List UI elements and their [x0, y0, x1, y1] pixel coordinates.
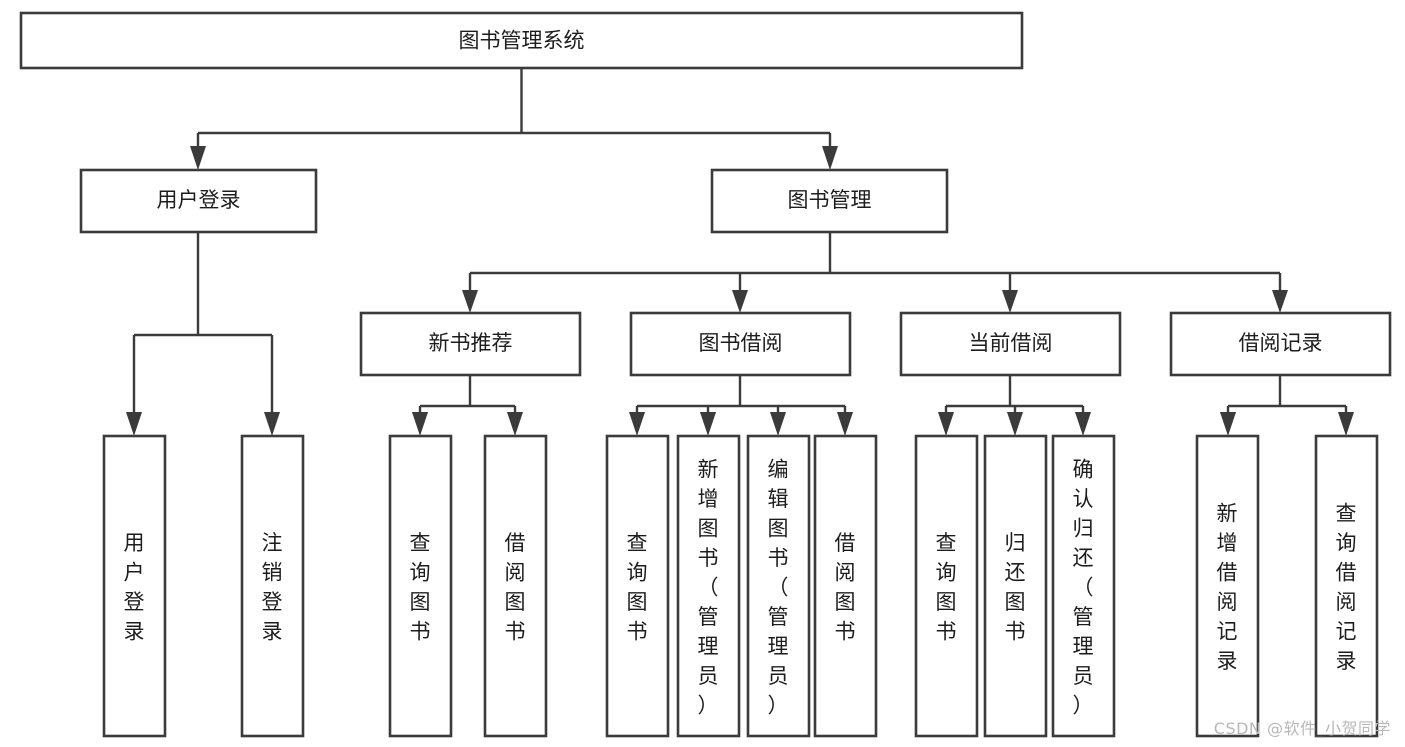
leaf-currentborrow-confirm-label: 确认归还（管理员） [1073, 457, 1094, 717]
leaf-node[interactable]: 新增图书（管理员） [676, 434, 741, 738]
leaf-bookborrow-borrow-box[interactable] [813, 434, 878, 738]
leaf-bookborrow-edit-label: 编辑图书（管理员） [768, 457, 789, 717]
connector-layer [126, 68, 1354, 436]
arrow-head-newbook-leaf1 [412, 412, 428, 436]
leaf-logout-box[interactable] [240, 434, 305, 738]
leaf-borrowrecord-query-box[interactable] [1314, 434, 1379, 738]
arrow-head-bookborrow-leaf2 [700, 412, 716, 436]
arrow-head-userlogin [190, 146, 206, 170]
leaf-node[interactable]: 查询图书 [388, 434, 453, 738]
arrow-head-bookmgmt [822, 146, 838, 170]
leaf-node[interactable]: 用户登录 [102, 434, 167, 738]
node-new-book-recommend[interactable]: 新书推荐 [359, 311, 582, 377]
arrow-head-currentborrow-leaf1 [938, 412, 954, 436]
arrow-head-borrowrecord [1272, 290, 1288, 313]
leaf-bookborrow-edit-box[interactable] [746, 434, 811, 738]
leaf-borrowrecord-add-label: 新增借阅记录 [1217, 502, 1238, 674]
leaf-currentborrow-query-box[interactable] [914, 434, 979, 738]
leaf-node[interactable]: 新增借阅记录 [1195, 434, 1260, 738]
arrow-head-bookborrow-leaf3 [770, 412, 786, 436]
leaf-bookborrow-add-label: 新增图书（管理员） [698, 457, 719, 717]
arrow-head-borrowrecord-leaf1 [1220, 412, 1236, 436]
node-borrow-record[interactable]: 借阅记录 [1169, 311, 1392, 377]
leaf-currentborrow-confirm-box[interactable] [1051, 434, 1116, 738]
leaf-node[interactable]: 编辑图书（管理员） [746, 434, 811, 738]
leaf-node[interactable]: 借阅图书 [483, 434, 548, 738]
leaf-newbook-query-label: 查询图书 [410, 531, 431, 644]
leaf-bookborrow-add-box[interactable] [676, 434, 741, 738]
leaf-node[interactable]: 查询图书 [914, 434, 979, 738]
node-book-borrow[interactable]: 图书借阅 [629, 311, 852, 377]
node-current-borrow-label: 当前借阅 [969, 331, 1053, 355]
leaf-newbook-borrow-label: 借阅图书 [505, 531, 526, 644]
leaf-node[interactable]: 借阅图书 [813, 434, 878, 738]
node-book-management-box[interactable] [710, 168, 949, 234]
arrow-head-newbook-leaf2 [507, 412, 523, 436]
arrow-head-leaf-user-login [126, 412, 142, 436]
leaf-logout-label: 注销登录 [262, 531, 283, 644]
leaf-currentborrow-return-label: 归还图书 [1005, 531, 1026, 644]
leaf-borrowrecord-add-box[interactable] [1195, 434, 1260, 738]
leaf-node[interactable]: 确认归还（管理员） [1051, 434, 1116, 738]
node-book-management-label: 图书管理 [788, 188, 872, 212]
arrow-head-newbook [462, 290, 478, 313]
node-current-borrow-box[interactable] [899, 311, 1122, 377]
node-current-borrow[interactable]: 当前借阅 [899, 311, 1122, 377]
csdn-watermark: CSDN @软件_小贺同学 [1213, 719, 1391, 738]
arrow-head-currentborrow [1002, 290, 1018, 313]
leaf-currentborrow-return-box[interactable] [983, 434, 1048, 738]
leaf-newbook-borrow-box[interactable] [483, 434, 548, 738]
node-book-management[interactable]: 图书管理 [710, 168, 949, 234]
node-user-login[interactable]: 用户登录 [79, 168, 318, 234]
node-new-book-recommend-box[interactable] [359, 311, 582, 377]
node-borrow-record-label: 借阅记录 [1239, 331, 1323, 355]
leaf-bookborrow-query-box[interactable] [605, 434, 670, 738]
node-borrow-record-box[interactable] [1169, 311, 1392, 377]
leaf-bookborrow-query-label: 查询图书 [627, 531, 648, 644]
leaf-node[interactable]: 注销登录 [240, 434, 305, 738]
leaf-bookborrow-borrow-label: 借阅图书 [835, 531, 856, 644]
node-book-borrow-label: 图书借阅 [699, 331, 783, 355]
node-user-login-label: 用户登录 [157, 188, 241, 212]
arrow-head-bookborrow [732, 290, 748, 313]
node-book-borrow-box[interactable] [629, 311, 852, 377]
leaf-user-login-label: 用户登录 [124, 531, 145, 644]
arrow-head-currentborrow-leaf2 [1007, 412, 1023, 436]
node-root-box[interactable] [19, 11, 1024, 70]
arrow-head-bookborrow-leaf4 [837, 412, 853, 436]
leaf-borrowrecord-query-label: 查询借阅记录 [1336, 502, 1357, 674]
leaf-newbook-query-box[interactable] [388, 434, 453, 738]
arrow-head-currentborrow-leaf3 [1075, 412, 1091, 436]
node-root-label: 图书管理系统 [459, 29, 585, 53]
arrow-head-borrowrecord-leaf2 [1338, 412, 1354, 436]
arrow-head-leaf-logout [264, 412, 280, 436]
leaf-node[interactable]: 归还图书 [983, 434, 1048, 738]
node-new-book-recommend-label: 新书推荐 [429, 331, 513, 355]
node-user-login-box[interactable] [79, 168, 318, 234]
arrow-head-bookborrow-leaf1 [629, 412, 645, 436]
leaf-currentborrow-query-label: 查询图书 [936, 531, 957, 644]
leaf-node[interactable]: 查询图书 [605, 434, 670, 738]
leaf-node[interactable]: 查询借阅记录 [1314, 434, 1379, 738]
node-root[interactable]: 图书管理系统 [19, 11, 1024, 70]
leaf-user-login-box[interactable] [102, 434, 167, 738]
